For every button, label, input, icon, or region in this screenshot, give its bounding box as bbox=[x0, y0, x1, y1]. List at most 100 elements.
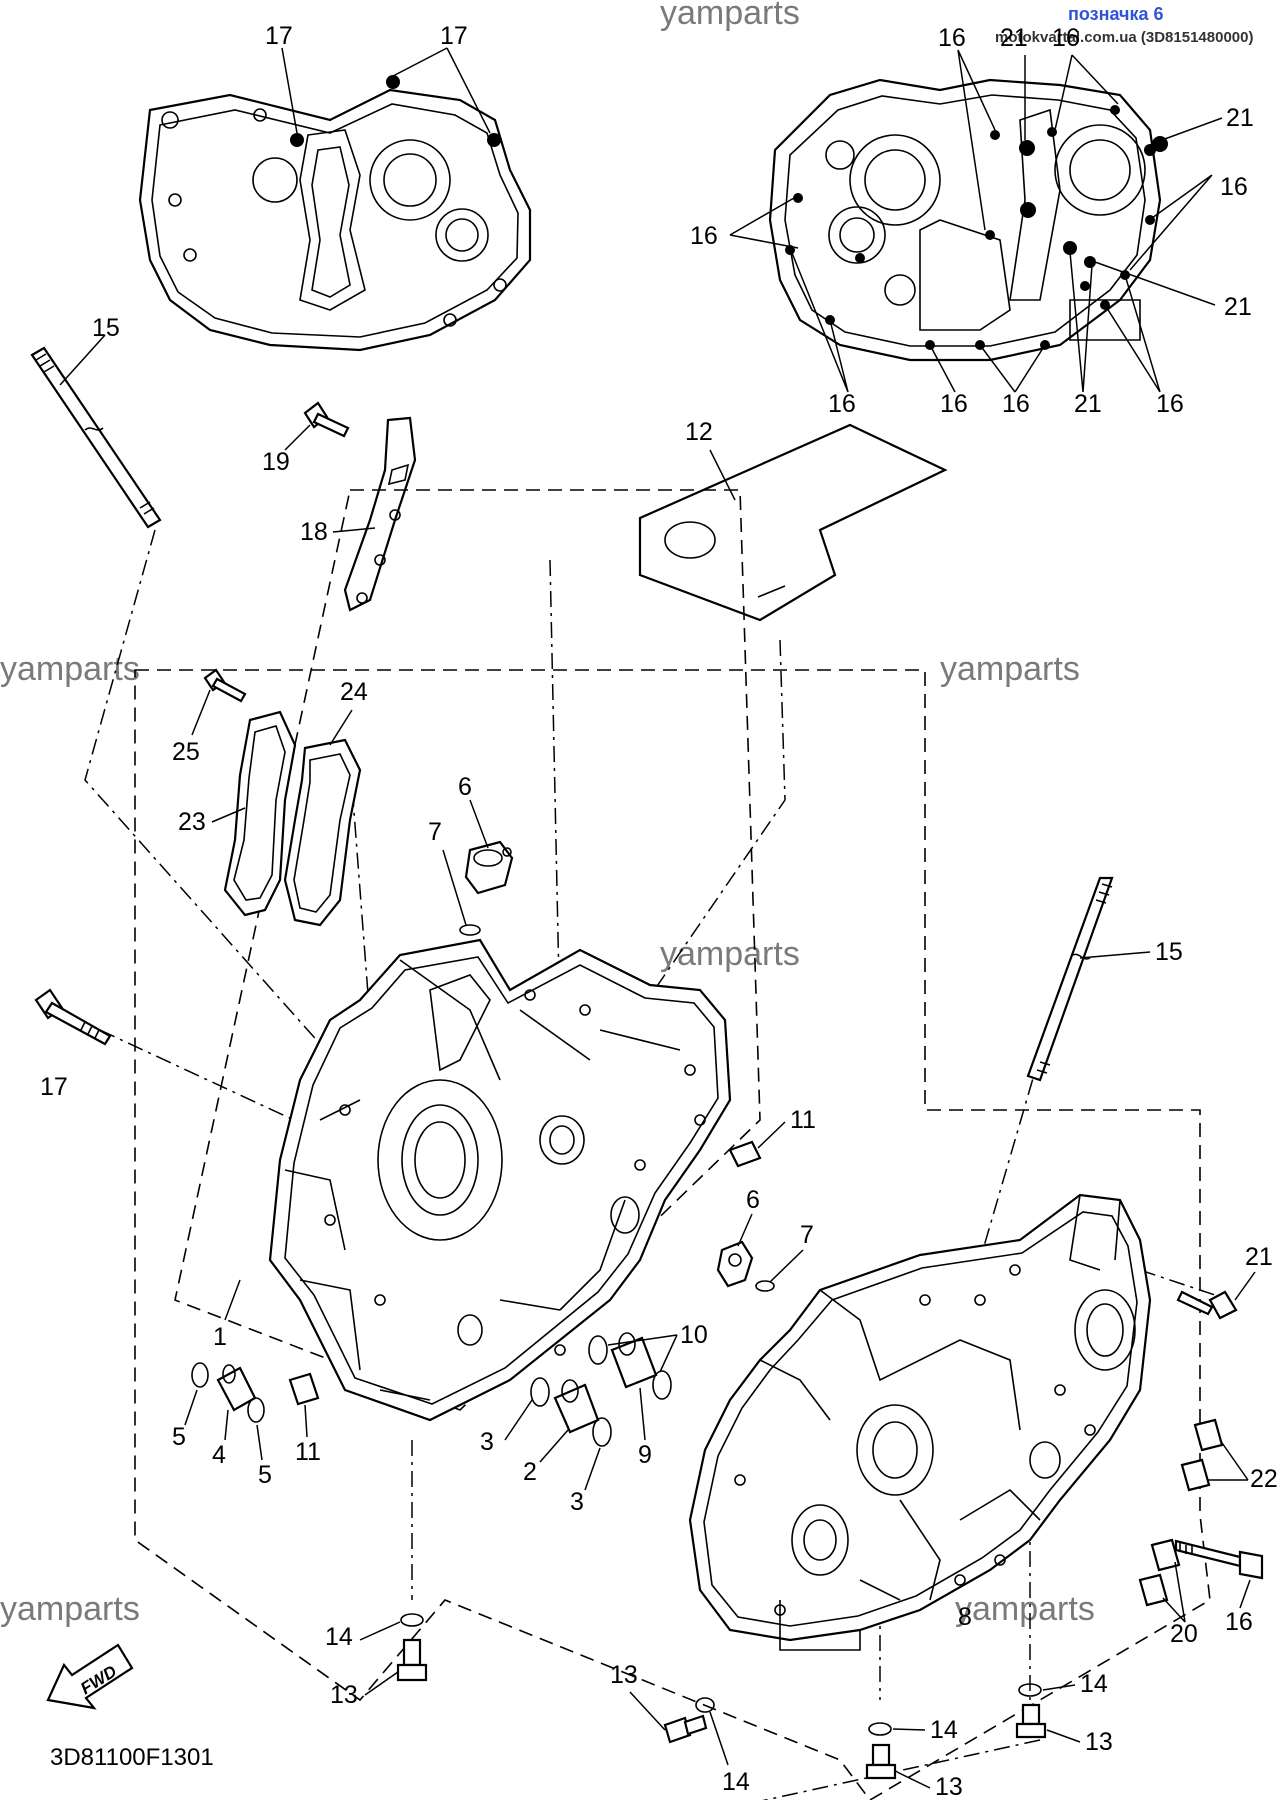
callout-13: 13 bbox=[330, 1681, 358, 1709]
callout-6: 6 bbox=[746, 1186, 760, 1214]
callout-17: 17 bbox=[40, 1073, 68, 1101]
watermark-right-bottom: yamparts bbox=[955, 1590, 1095, 1628]
callout-13: 13 bbox=[1085, 1728, 1113, 1756]
callout-25: 25 bbox=[172, 738, 200, 766]
washer-14-bottom-left bbox=[695, 1697, 715, 1713]
callout-16: 16 bbox=[1220, 173, 1248, 201]
washer-14-left bbox=[400, 1613, 424, 1627]
callout-21: 21 bbox=[1224, 293, 1252, 321]
callout-16: 16 bbox=[1225, 1608, 1253, 1636]
callout-1: 1 bbox=[213, 1323, 227, 1351]
o-ring-3a bbox=[530, 1377, 550, 1407]
callout-3: 3 bbox=[480, 1428, 494, 1456]
bushing-2 bbox=[553, 1379, 600, 1434]
assembly-boundary-outer bbox=[134, 669, 1211, 1800]
callout-24: 24 bbox=[340, 678, 368, 706]
o-ring-7-right bbox=[755, 1280, 775, 1292]
callout-16: 16 bbox=[938, 24, 966, 52]
watermark-right-mid: yamparts bbox=[940, 650, 1080, 688]
callout-5: 5 bbox=[258, 1461, 272, 1489]
bolt-21-right bbox=[1176, 1290, 1238, 1320]
dowel-20b bbox=[1138, 1573, 1169, 1607]
washer-14-bottom-right bbox=[1018, 1683, 1042, 1697]
callout-14: 14 bbox=[325, 1623, 353, 1651]
assembly-boundary-inner bbox=[174, 489, 761, 1411]
callout-22: 22 bbox=[1250, 1465, 1278, 1493]
bolt-19 bbox=[303, 401, 350, 438]
bolt-13-bottom-left bbox=[663, 1714, 708, 1744]
sensor-6-top bbox=[464, 840, 514, 895]
callout-16: 16 bbox=[1002, 390, 1030, 418]
callout-21: 21 bbox=[1000, 24, 1028, 52]
bolt-17-left bbox=[34, 988, 112, 1046]
right-crankcase bbox=[688, 1193, 1152, 1651]
watermark-left-bottom: yamparts bbox=[0, 1590, 140, 1628]
callout-15: 15 bbox=[1155, 938, 1183, 966]
callout-15: 15 bbox=[92, 314, 120, 342]
gasket-23 bbox=[223, 710, 297, 917]
callout-16: 16 bbox=[940, 390, 968, 418]
bolt-25 bbox=[203, 668, 247, 703]
source-reference: motokvartal.com.ua (3D8151480000) bbox=[995, 29, 1253, 46]
diagram-code: 3D81100F1301 bbox=[50, 1744, 214, 1771]
callout-10: 10 bbox=[680, 1321, 708, 1349]
callout-8: 8 bbox=[958, 1603, 972, 1631]
o-ring-10a bbox=[588, 1335, 608, 1365]
callout-14: 14 bbox=[930, 1716, 958, 1744]
callout-21: 21 bbox=[1074, 390, 1102, 418]
callout-13: 13 bbox=[610, 1661, 638, 1689]
callout-21: 21 bbox=[1226, 104, 1254, 132]
callout-7: 7 bbox=[428, 818, 442, 846]
bracket-18 bbox=[343, 416, 417, 612]
callout-14: 14 bbox=[1080, 1670, 1108, 1698]
callout-4: 4 bbox=[212, 1441, 226, 1469]
washer-14-bottom-mid bbox=[868, 1722, 892, 1736]
bolt-16-right bbox=[1174, 1539, 1264, 1580]
stud-bolt-left bbox=[30, 334, 162, 529]
o-ring-10b bbox=[652, 1370, 672, 1400]
callout-14: 14 bbox=[722, 1768, 750, 1796]
dowel-22a bbox=[1193, 1418, 1224, 1452]
callout-11: 11 bbox=[790, 1106, 816, 1134]
fwd-arrow-icon: FWD bbox=[46, 1643, 134, 1710]
dowel-11-right bbox=[728, 1140, 762, 1168]
callout-17: 17 bbox=[440, 22, 468, 50]
dowel-20a bbox=[1150, 1538, 1181, 1572]
gasket-24 bbox=[283, 738, 362, 927]
callout-20: 20 bbox=[1170, 1620, 1198, 1648]
callout-16: 16 bbox=[1052, 24, 1080, 52]
callout-12: 12 bbox=[685, 418, 713, 446]
callout-13: 13 bbox=[935, 1773, 963, 1800]
callout-7: 7 bbox=[800, 1221, 814, 1249]
dowel-11-left bbox=[288, 1372, 320, 1406]
callout-17: 17 bbox=[265, 22, 293, 50]
callout-18: 18 bbox=[300, 518, 328, 546]
stud-bolt-right bbox=[1026, 876, 1151, 1082]
o-ring-7-top bbox=[459, 924, 481, 936]
callout-11: 11 bbox=[295, 1438, 321, 1466]
watermark-top: yamparts bbox=[660, 0, 800, 32]
callout-5: 5 bbox=[172, 1423, 186, 1451]
right-case-face-view bbox=[729, 49, 1223, 393]
gasket-12 bbox=[638, 423, 948, 622]
callout-16: 16 bbox=[690, 222, 718, 250]
callout-16: 16 bbox=[828, 390, 856, 418]
o-ring-3b bbox=[592, 1417, 612, 1447]
callout-6: 6 bbox=[458, 773, 472, 801]
watermark-left-mid: yamparts bbox=[0, 650, 140, 688]
o-ring-5b bbox=[247, 1397, 265, 1423]
callout-9: 9 bbox=[638, 1441, 652, 1469]
bolt-13-bottom-right bbox=[1015, 1703, 1047, 1739]
callout-23: 23 bbox=[178, 808, 206, 836]
callout-19: 19 bbox=[262, 448, 290, 476]
bolt-13-left bbox=[396, 1638, 428, 1682]
source-link[interactable]: позначка 6 bbox=[1068, 4, 1164, 24]
callout-2: 2 bbox=[523, 1458, 537, 1486]
o-ring-5a bbox=[191, 1362, 209, 1388]
dowel-22b bbox=[1180, 1458, 1211, 1492]
bolt-13-bottom-mid bbox=[865, 1743, 897, 1780]
left-crankcase bbox=[268, 938, 732, 1422]
callout-3: 3 bbox=[570, 1488, 584, 1516]
callout-21: 21 bbox=[1245, 1243, 1273, 1271]
